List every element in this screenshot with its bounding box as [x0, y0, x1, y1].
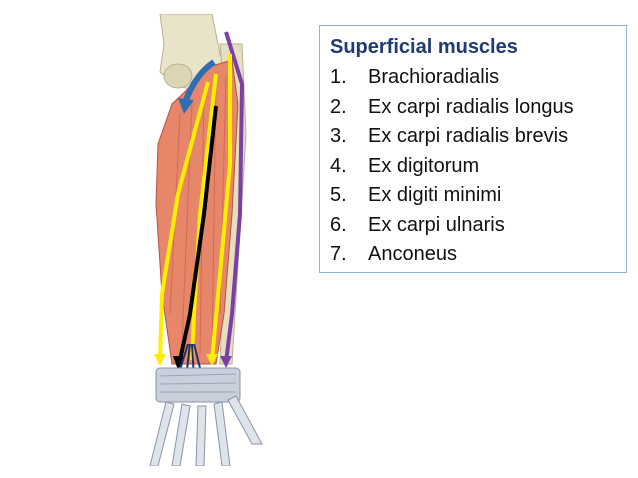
black-tendon-line	[178, 105, 218, 361]
list-item: 5. Ex digiti minimi	[330, 181, 616, 211]
list-item: 3. Ex carpi radialis brevis	[330, 122, 616, 152]
purple-tendon-line	[224, 31, 245, 363]
blue-curved-arrow	[183, 59, 216, 102]
list-item: 2. Ex carpi radialis longus	[330, 93, 616, 123]
item-label: Anconeus	[368, 243, 457, 265]
item-number: 4.	[330, 154, 347, 177]
list-item: 7. Anconeus	[330, 240, 616, 270]
yellow-arrowhead-3	[206, 354, 218, 366]
superficial-muscles-box: Superficial muscles 1. Brachioradialis 2.…	[319, 25, 627, 273]
retinaculum-fibers	[159, 373, 237, 393]
yellow-arrowhead-1	[154, 354, 166, 366]
item-label: Brachioradialis	[368, 66, 500, 88]
forearm-illustration	[149, 14, 263, 466]
list-item: 6. Ex carpi ulnaris	[330, 211, 616, 241]
yellow-tendon-line-3	[210, 54, 232, 361]
item-label: Ex carpi ulnaris	[368, 213, 505, 236]
item-number: 1.	[330, 66, 347, 88]
item-number: 7.	[330, 243, 347, 265]
item-label: Ex digiti minimi	[368, 184, 502, 206]
item-number: 3.	[330, 125, 347, 147]
item-label: Ex digitorum	[368, 154, 480, 177]
purple-arrowhead	[220, 356, 232, 368]
item-label: Ex carpi radialis longus	[368, 95, 574, 118]
radial-head	[163, 63, 193, 89]
item-number: 2.	[330, 95, 347, 118]
muscle-list: 1. Brachioradialis 2. Ex carpi radialis lo…	[330, 63, 616, 270]
blue-arrowhead	[178, 98, 194, 114]
box-title: Superficial muscles	[330, 36, 518, 58]
item-number: 6.	[330, 213, 347, 236]
item-label: Ex carpi radialis brevis	[368, 125, 569, 147]
list-item: 1. Brachioradialis	[330, 63, 616, 93]
yellow-tendon-line-1	[158, 81, 210, 361]
hand-bones	[149, 395, 263, 466]
list-item: 4. Ex digitorum	[330, 152, 616, 182]
black-arrowhead	[173, 356, 185, 370]
item-number: 5.	[330, 184, 347, 206]
extensor-retinaculum	[155, 367, 241, 403]
